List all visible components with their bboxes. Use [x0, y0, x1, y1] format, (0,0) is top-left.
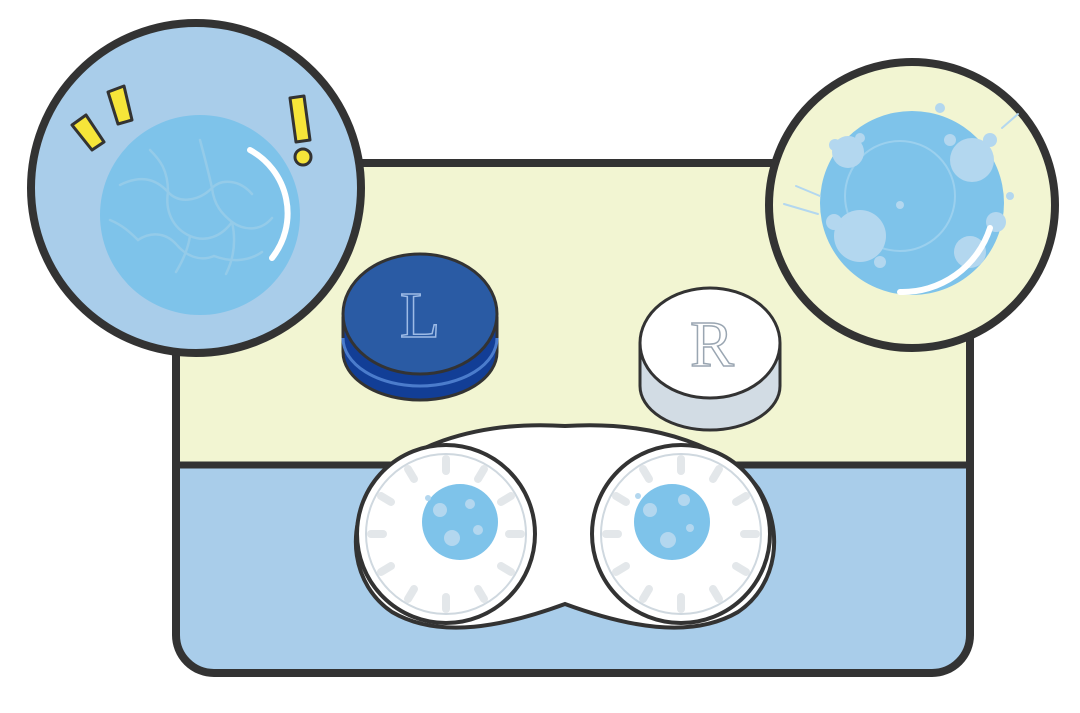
exclamation-icon: [70, 84, 313, 167]
right-zoom-bubble: [765, 58, 1059, 352]
left-cap-label: L: [400, 279, 440, 352]
right-cap-label: R: [690, 308, 734, 381]
left-cap-band: [341, 337, 499, 388]
left-zoom-bubble: [27, 19, 365, 357]
right-lens-cap: R: [638, 286, 782, 432]
panel-border: [172, 159, 974, 677]
lens-case: [353, 423, 777, 630]
left-lens-highlight: [247, 147, 291, 261]
lens-dirt-spots: [826, 103, 1014, 268]
left-well-rays: [367, 455, 525, 613]
right-cap-top: [638, 286, 782, 400]
right-lens-well: [590, 443, 772, 625]
left-well-lens: [422, 484, 498, 560]
left-lens-cap: L: [341, 252, 499, 402]
left-lens-well: [355, 443, 537, 625]
right-well-rays: [602, 455, 760, 613]
right-well-lens: [634, 484, 710, 560]
right-lens-highlight: [897, 225, 993, 296]
lens-crack-lines: [108, 138, 274, 276]
left-cap-top: [341, 252, 499, 376]
cracked-lens-icon: [100, 115, 300, 315]
